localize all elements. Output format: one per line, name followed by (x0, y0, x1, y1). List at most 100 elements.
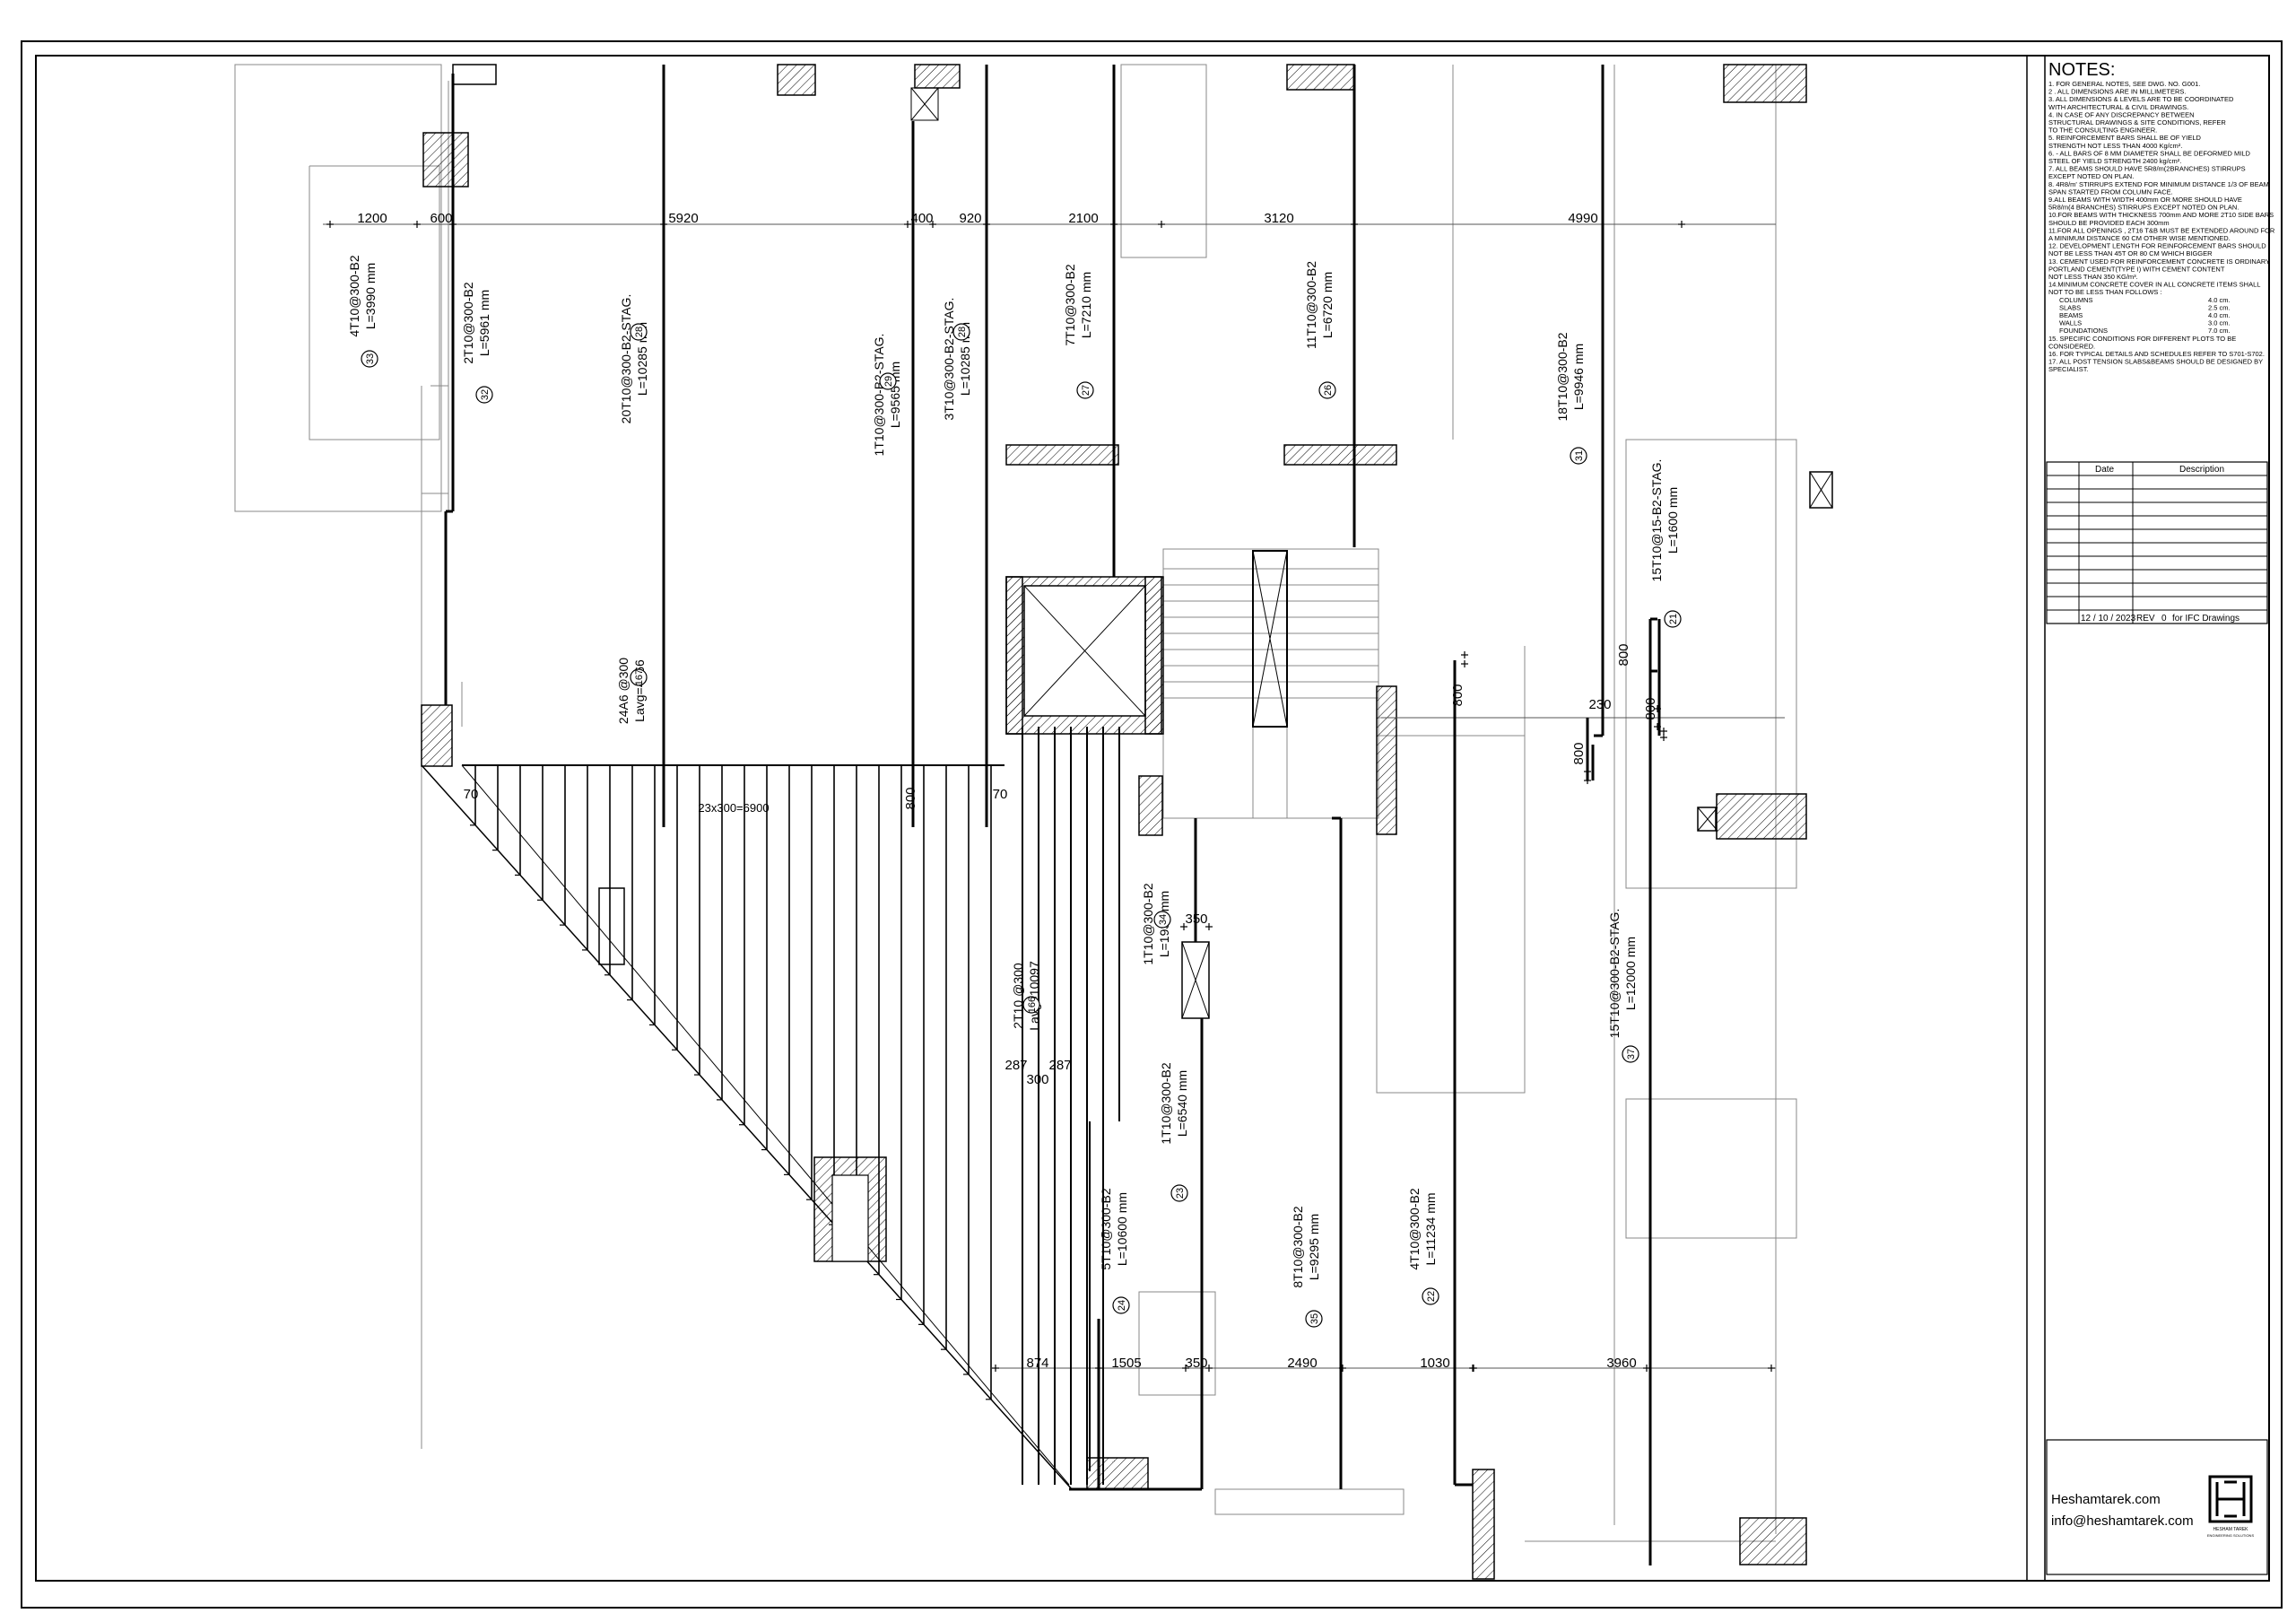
misc-dimension: 800 (903, 787, 918, 809)
bar-length: L=1600 mm (1665, 487, 1680, 554)
note-line: TO THE CONSULTING ENGINEER. (2048, 126, 2157, 135)
bar-id: 31 (1574, 450, 1585, 461)
revision-row-date: 12 / 10 / 2023 (2081, 614, 2136, 624)
top-dimension: 2100 (1068, 211, 1098, 226)
bar-id: 32 (480, 389, 491, 400)
column-hatch (1723, 64, 1807, 103)
bar-callout: 15T10@300-B2-STAG.L=12000 mm 37 (1607, 909, 1639, 1063)
bar-id-circle (1664, 610, 1682, 628)
note-line: 9.ALL BEAMS WITH WIDTH 400mm OR MORE SHO… (2048, 196, 2242, 204)
misc-dimension: 287 (1048, 1058, 1071, 1073)
note-line: 4. IN CASE OF ANY DISCREPANCY BETWEEN (2048, 110, 2195, 118)
note-line: 6. - ALL BARS OF 8 MM DIAMETER SHALL BE … (2048, 149, 2250, 157)
top-dimension: 4990 (1568, 211, 1597, 226)
bottom-dimension: 350 (1185, 1356, 1207, 1371)
opening-box (910, 87, 939, 121)
note-line: NOT TO BE LESS THAN FOLLOWS : (2048, 288, 2162, 296)
note-line: 2 . ALL DIMENSIONS ARE IN MILLIMETERS. (2048, 88, 2187, 96)
bar-id-circle (1622, 1045, 1639, 1063)
note-line: 17. ALL POST TENSION SLABS&BEAMS SHOULD … (2048, 358, 2263, 366)
column-hatch (1286, 64, 1355, 91)
note-line: SPAN STARTED FROM COLUMN FACE. (2048, 187, 2173, 196)
column-hatch (1086, 1457, 1149, 1490)
misc-dimension: 70 (993, 787, 1008, 802)
column-hatch (1472, 1469, 1495, 1580)
bottom-dimension: 2490 (1287, 1356, 1317, 1371)
bar-spec: 5T10@300-B2 (1099, 1188, 1113, 1269)
column-hatch (421, 704, 453, 767)
opening-cross (1181, 941, 1210, 1019)
sheet-frame (21, 40, 2283, 1609)
bar-spec: 8T10@300-B2 (1291, 1206, 1305, 1287)
bar-id: 167 (634, 669, 645, 685)
column-hatch (422, 132, 469, 187)
bottom-dimension: 874 (1026, 1356, 1048, 1371)
bar-spec: 15T10@300-B2-STAG. (1607, 909, 1622, 1039)
bar-id: 21 (1668, 614, 1679, 624)
column-hatch (777, 64, 816, 96)
misc-dimension: 70 (464, 787, 479, 802)
misc-dimension: 350 (1185, 911, 1207, 927)
note-line: 5R8/m(4 BRANCHES) STIRRUPS EXCEPT NOTED … (2048, 204, 2239, 212)
bar-id: 29 (883, 376, 894, 387)
bar-id: 37 (1626, 1049, 1637, 1060)
bar-id-circle (1422, 1287, 1439, 1305)
revision-row-rev: REV (2136, 614, 2155, 624)
misc-dimension: 800 (1643, 697, 1658, 719)
bottom-dimension: 1030 (1420, 1356, 1449, 1371)
note-line: PORTLAND CEMENT(TYPE I) WITH CEMENT CONT… (2048, 265, 2225, 273)
note-line: SHOULD BE PROVIDED EACH 300mm (2048, 219, 2170, 227)
note-line: CONSIDERED. (2048, 342, 2095, 350)
bar-spec: 24A6 @300 (616, 658, 631, 724)
note-line: NOT BE LESS THAN 45T OR 80 CM WHICH BIGG… (2048, 249, 2213, 257)
misc-dimension: 800 (1571, 742, 1587, 764)
bar-length: L=9295 mm (1307, 1214, 1321, 1280)
top-dimension: 600 (430, 211, 452, 226)
bar-id: 33 (365, 353, 376, 364)
misc-dimension: 287 (1004, 1058, 1027, 1073)
company-logo-icon (2208, 1475, 2253, 1523)
bar-length: L=11234 mm (1423, 1192, 1438, 1265)
bar-id-circle (952, 323, 970, 341)
note-line: STEEL OF YIELD STRENGTH 2400 kg/cm². (2048, 157, 2181, 165)
bar-length: L=12000 mm (1623, 937, 1638, 1010)
bar-id-circle (475, 386, 493, 404)
bar-spec: 4T10@300-B2 (347, 255, 361, 336)
logo-sub-text: ENGINEERING SOLUTIONS (2207, 1533, 2255, 1538)
bar-id: 27 (1081, 385, 1091, 396)
notes-panel: NOTES: 1. FOR GENERAL NOTES, SEE DWG. NO… (2048, 60, 2275, 373)
bar-length: L=7210 mm (1079, 272, 1093, 338)
note-line: WITH ARCHITECTURAL & CIVIL DRAWINGS. (2048, 103, 2188, 111)
bar-spec: 7T10@300-B2 (1063, 264, 1077, 345)
note-line: 3. ALL DIMENSIONS & LEVELS ARE TO BE COO… (2048, 95, 2234, 103)
revision-table (2046, 461, 2268, 624)
bar-id-circle (1570, 447, 1587, 465)
cover-value: 4.0 cm. (2208, 296, 2231, 304)
bottom-dimension: 1505 (1111, 1356, 1141, 1371)
website-text: Heshamtarek.com (2051, 1492, 2161, 1507)
cover-value: 4.0 cm. (2208, 311, 2231, 319)
bar-id-circle (1076, 381, 1094, 399)
cover-value: 2.5 cm. (2208, 303, 2231, 311)
column-hatch (1739, 1517, 1807, 1565)
note-line: STRUCTURAL DRAWINGS & SITE CONDITIONS, R… (2048, 118, 2226, 126)
cover-value: 7.0 cm. (2208, 327, 2231, 335)
cover-item: FOUNDATIONS (2059, 327, 2108, 335)
bar-spec: 1T10@300-B2 (1141, 883, 1155, 964)
note-line: 5. REINFORCEMENT BARS SHALL BE OF YIELD (2048, 134, 2201, 142)
bar-id-circle (630, 668, 648, 686)
bar-spec: 2T10@300-B2 (461, 282, 475, 363)
bar-id: 34 (1158, 914, 1169, 925)
bar-length: Lavg=10097 (1027, 961, 1041, 1031)
bar-length: L=6540 mm (1175, 1070, 1189, 1137)
note-line: 14.MINIMUM CONCRETE COVER IN ALL CONCRET… (2048, 281, 2260, 289)
note-line: A MINIMUM DISTANCE 60 CM OTHER WISE MENT… (2048, 234, 2231, 242)
opening-cross (1809, 471, 1833, 509)
